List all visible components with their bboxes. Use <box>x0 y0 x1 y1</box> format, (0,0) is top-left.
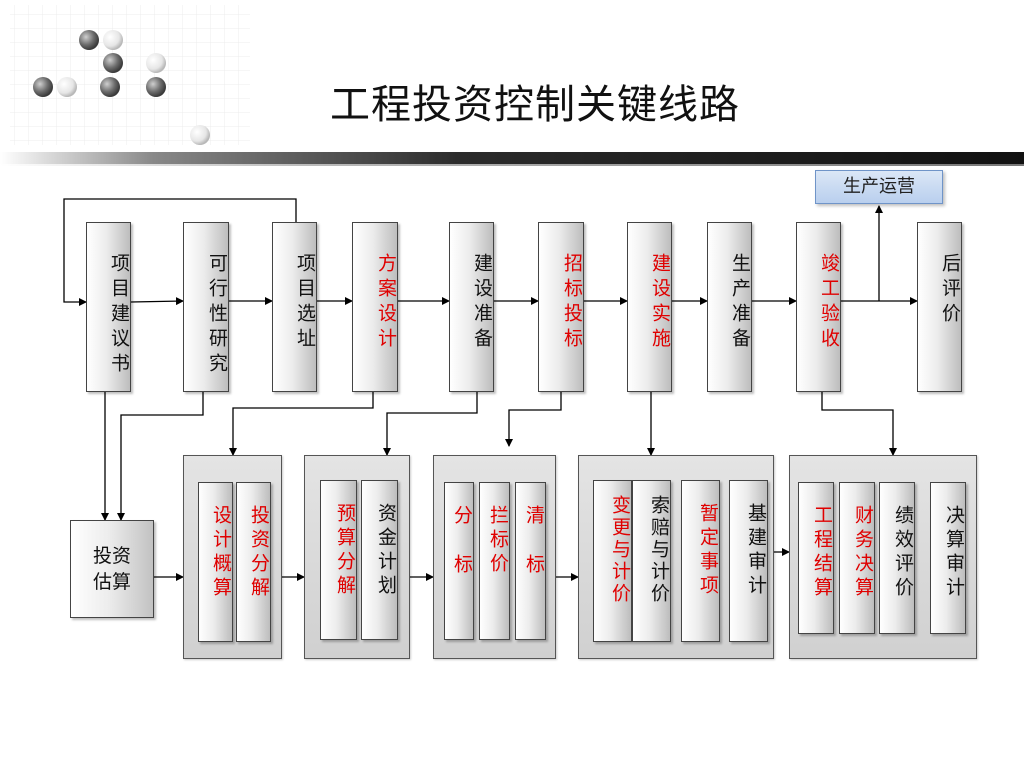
step-box: 建设实施 <box>627 222 672 392</box>
step-box: 生产准备 <box>707 222 752 392</box>
control-item: 索赔与计价 <box>632 480 671 642</box>
control-item-label: 设计概算 <box>210 505 232 601</box>
control-item: 变更与计价 <box>593 480 632 642</box>
control-item: 拦标价 <box>479 482 510 640</box>
control-item: 财务决算 <box>839 482 875 634</box>
step-box: 可行性研究 <box>183 222 229 392</box>
control-group: 分标 拦标价 清标 <box>433 455 556 659</box>
control-item: 绩效评价 <box>879 482 915 634</box>
step-label: 生产准备 <box>729 253 751 353</box>
control-item: 投资分解 <box>236 482 271 642</box>
step-box: 方案设计 <box>352 222 398 392</box>
production-operation-box: 生产运营 <box>815 170 943 204</box>
control-item: 工程结算 <box>798 482 834 634</box>
step-box: 招标投标 <box>538 222 584 392</box>
control-item-label: 投资分解 <box>248 505 270 601</box>
control-item-label: 变更与计价 <box>609 495 631 605</box>
step-label: 竣工验收 <box>818 253 840 353</box>
control-item: 设计概算 <box>198 482 233 642</box>
control-item-label: 索赔与计价 <box>648 495 670 605</box>
step-label: 建设准备 <box>471 253 493 353</box>
control-item-label: 预算分解 <box>334 503 356 599</box>
control-item: 基建审计 <box>729 480 768 642</box>
investment-estimate-box: 投资估算 <box>70 520 154 618</box>
control-item-label: 决算审计 <box>943 505 965 601</box>
control-item-label: 资金计划 <box>375 503 397 599</box>
step-label: 项目建议书 <box>108 253 130 378</box>
step-label: 项目选址 <box>294 253 316 353</box>
control-item: 预算分解 <box>320 480 357 640</box>
control-item-label: 分标 <box>451 505 473 603</box>
control-group: 设计概算 投资分解 <box>183 455 282 659</box>
step-box: 竣工验收 <box>796 222 841 392</box>
step-box: 后评价 <box>917 222 962 392</box>
step-box: 项目建议书 <box>86 222 131 392</box>
control-item-label: 工程结算 <box>811 505 833 601</box>
control-item-label: 暂定事项 <box>697 503 719 599</box>
step-label: 可行性研究 <box>206 253 228 378</box>
control-item: 决算审计 <box>930 482 966 634</box>
page-title: 工程投资控制关键线路 <box>330 82 740 128</box>
control-item: 暂定事项 <box>681 480 720 642</box>
control-item-label: 财务决算 <box>852 505 874 601</box>
investment-estimate-label: 投资估算 <box>92 545 131 593</box>
step-label: 后评价 <box>939 253 961 328</box>
title-divider <box>0 152 1024 164</box>
control-item: 分标 <box>444 482 474 640</box>
title-divider-shadow <box>0 164 1024 166</box>
control-item-label: 拦标价 <box>487 505 509 577</box>
control-item: 资金计划 <box>361 480 398 640</box>
step-label: 招标投标 <box>561 253 583 353</box>
step-label: 建设实施 <box>649 253 671 353</box>
step-box: 建设准备 <box>449 222 494 392</box>
step-label: 方案设计 <box>375 253 397 353</box>
control-item: 清标 <box>515 482 546 640</box>
control-group: 变更与计价 索赔与计价 暂定事项 基建审计 <box>578 455 774 659</box>
control-item-label: 清标 <box>523 505 545 603</box>
control-item-label: 基建审计 <box>745 503 767 599</box>
control-group: 预算分解 资金计划 <box>304 455 410 659</box>
control-item-label: 绩效评价 <box>892 505 914 601</box>
decorative-bead-pattern <box>10 5 250 145</box>
step-box: 项目选址 <box>272 222 317 392</box>
control-group: 工程结算 财务决算 绩效评价 决算审计 <box>789 455 977 659</box>
